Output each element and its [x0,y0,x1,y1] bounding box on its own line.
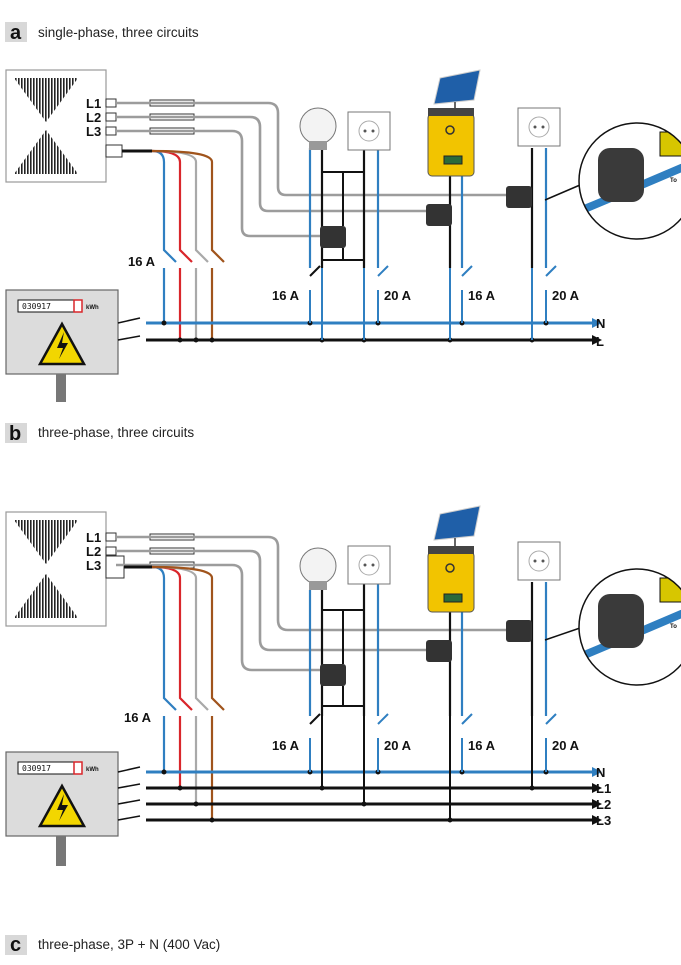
circuit-breaker-1: 16 A [272,288,300,303]
data-logger [5,511,107,627]
panel-letter: c [10,934,21,956]
socket-icon [347,545,391,585]
device-label-l1: L1 [86,530,101,545]
socket-icon [517,541,561,581]
panel-badge [5,935,27,955]
data-logger [5,69,107,183]
meter-box: 030917 kWh [5,289,141,402]
bus-label-l3: L3 [596,813,611,828]
panel-caption: three-phase, three circuits [38,425,194,440]
panel-letter: a [10,22,22,44]
device-label-l2: L2 [86,544,101,559]
solar-panel-icon [433,69,481,108]
solar-panel-icon [433,505,481,546]
bus-label-l1: L1 [596,781,611,796]
panel-badge [5,22,27,42]
circuit-breaker-1: 16 A [272,738,300,753]
clamp-detail [579,123,681,239]
meter-box: 030917 kWh [5,751,141,866]
circuit-lamp [299,107,337,268]
bus-label-n: N [596,316,605,331]
device-label-l1: L1 [86,96,101,111]
bus-label-l2: L2 [596,797,611,812]
device-label-l2: L2 [86,110,101,125]
circuit-breaker-2: 20 A [384,738,412,753]
inverter-icon [427,546,475,613]
bulb-icon [299,547,337,585]
bus-label-n: N [596,765,605,780]
clamp-text: To [670,178,677,184]
panel-b: b three-phase, three circuits L1 L2 L3 [5,423,681,866]
circuit-breaker-4: 20 A [552,288,580,303]
panel-letter: b [9,423,21,445]
circuit-breaker-3: 16 A [468,288,496,303]
panel-caption: three-phase, 3P + N (400 Vac) [38,937,220,952]
inverter-icon [427,108,475,177]
bulb-icon [299,107,337,145]
main-breaker-label: 16 A [128,254,156,269]
circuit-breaker-4: 20 A [552,738,580,753]
panel-c: c three-phase, 3P + N (400 Vac) [5,934,220,956]
meter-reading: 030917 [22,764,51,773]
meter-unit: kWh [86,305,99,311]
panel-a: a single-phase, three circuits L1 L2 L3 [5,22,681,402]
circuit-breaker-2: 20 A [384,288,412,303]
panel-badge [5,423,27,443]
socket-icon [517,107,561,147]
current-clamp-icon [320,620,532,686]
device-label-l3: L3 [86,124,101,139]
circuit-inverter [427,505,481,716]
circuit-socket-1 [347,545,391,716]
meter-reading: 030917 [22,302,51,311]
main-breaker-label: 16 A [124,710,152,725]
circuit-socket-2 [517,107,561,268]
current-clamp-icon [320,186,532,248]
circuit-socket-2 [517,541,561,716]
circuit-inverter [427,69,481,268]
panel-caption: single-phase, three circuits [38,25,199,40]
device-label-l3: L3 [86,558,101,573]
clamp-detail [579,569,681,685]
socket-icon [347,111,391,151]
bus-label-l: L [596,334,604,349]
circuit-socket-1 [347,111,391,268]
circuit-breaker-3: 16 A [468,738,496,753]
circuit-lamp [299,547,337,716]
clamp-text: To [670,624,677,630]
meter-unit: kWh [86,767,99,773]
